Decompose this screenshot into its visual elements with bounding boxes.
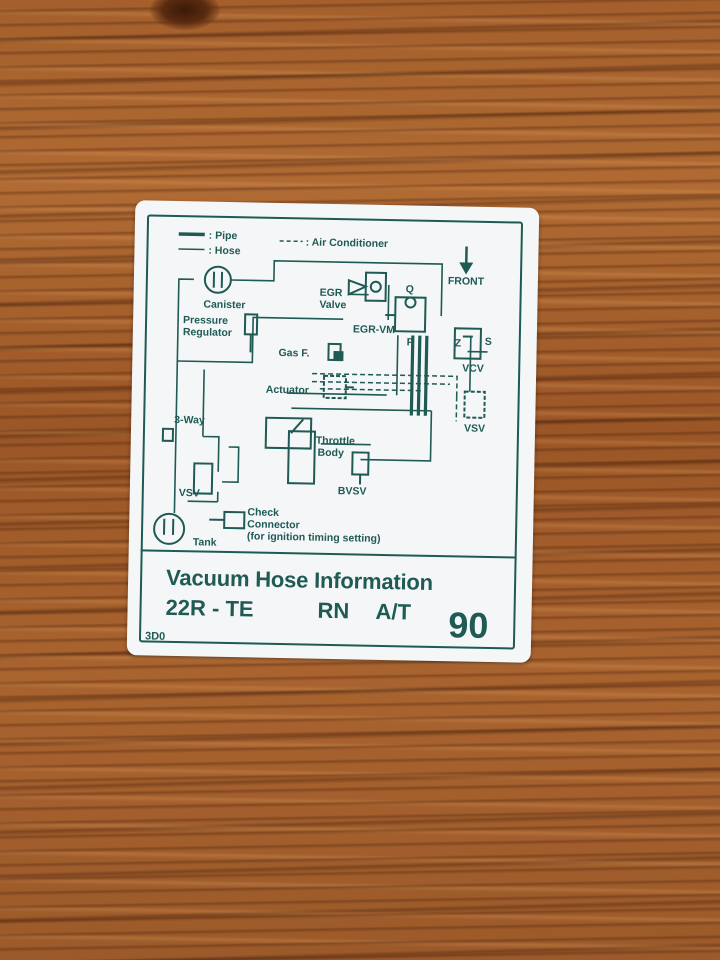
gas-filter-icon <box>327 342 344 362</box>
model-year-code: 90 <box>447 604 489 647</box>
engine-code: 22R - TE <box>165 594 254 622</box>
pressure-regulator-icon <box>243 313 259 353</box>
vsv-left-icon <box>192 462 214 495</box>
transmission-code: A/T <box>375 598 412 625</box>
vcv-icon <box>453 327 483 360</box>
check-connector-label-line3: (for ignition timing setting) <box>247 530 381 545</box>
tank-label: Tank <box>193 536 217 548</box>
bvsv-icon <box>351 451 370 485</box>
throttle-body-icon <box>264 416 317 485</box>
port-p-label: P <box>407 336 414 348</box>
part-number: 3D0 <box>144 630 166 643</box>
canister-label: Canister <box>203 298 245 311</box>
legend-pipe-label: : Pipe <box>209 230 238 243</box>
egr-vm-icon <box>385 296 427 333</box>
tank-icon <box>153 512 186 545</box>
vcv-label: VCV <box>462 362 484 374</box>
vsv-right-icon <box>463 390 486 419</box>
actuator-icon <box>322 374 354 400</box>
hose-network <box>173 260 488 513</box>
gas-filter-label: Gas F. <box>278 347 309 360</box>
front-arrow-icon <box>459 246 474 275</box>
vsv-right-label: VSV <box>464 423 485 435</box>
port-q-label: Q <box>406 283 414 295</box>
egr-valve-label-line1: EGR <box>320 287 343 299</box>
pressure-regulator-label-line2: Regulator <box>183 326 232 339</box>
check-connector-label-line2: Connector <box>247 518 300 531</box>
three-way-label: 3-Way <box>174 414 205 427</box>
bvsv-label: BVSV <box>338 485 367 498</box>
egr-valve-icon <box>347 271 388 303</box>
port-z-label: Z <box>455 337 462 349</box>
check-connector-icon <box>209 510 246 530</box>
sticker-title: Vacuum Hose Information <box>165 564 434 595</box>
port-s-label: S <box>485 336 492 348</box>
pressure-regulator-label-line1: Pressure <box>183 314 228 327</box>
front-label: FRONT <box>448 275 485 288</box>
vacuum-hose-sticker: : Pipe : Hose : Air Conditioner FRONT Ca… <box>126 200 540 663</box>
legend-ac-label: : Air Conditioner <box>306 236 389 250</box>
actuator-label: Actuator <box>266 384 309 397</box>
variant-code: RN <box>317 597 350 624</box>
three-way-icon <box>161 427 175 442</box>
egr-valve-label-line2: Valve <box>319 299 346 312</box>
canister-icon <box>203 265 232 294</box>
wood-knot <box>150 0 220 30</box>
check-connector-label-line1: Check <box>247 506 279 519</box>
throttle-body-label-line1: Throttle <box>316 435 355 448</box>
throttle-body-label-line2: Body <box>317 447 344 460</box>
vsv-left-label: VSV <box>179 487 200 499</box>
egr-vm-label: EGR-VM <box>353 323 395 336</box>
legend-hose-label: : Hose <box>208 245 240 258</box>
vacuum-hose-diagram: : Pipe : Hose : Air Conditioner FRONT Ca… <box>153 230 492 549</box>
